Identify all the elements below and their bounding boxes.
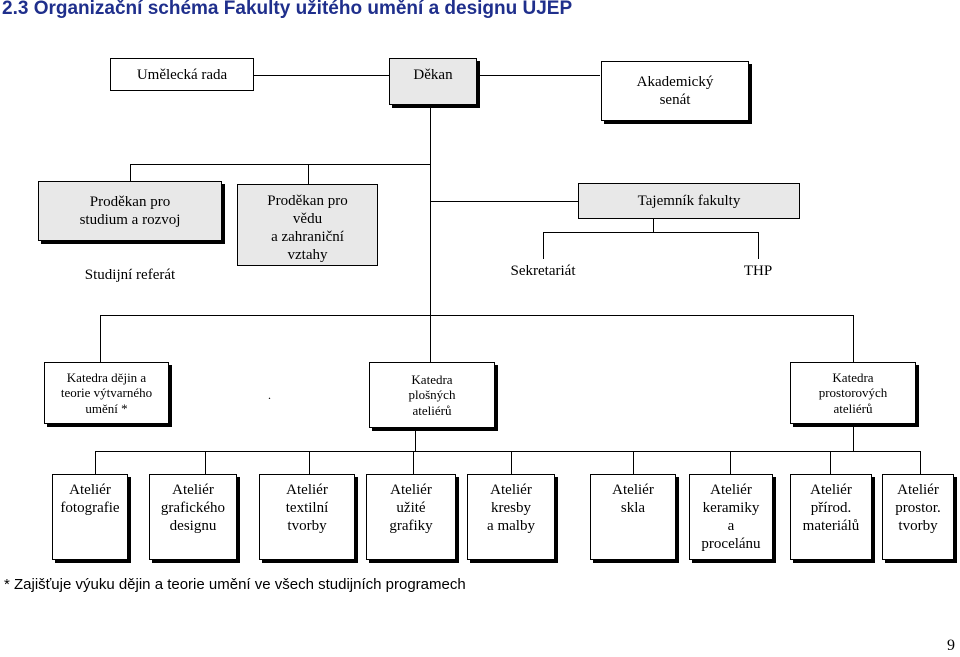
atelier-prostor-box: Ateliér prostor. tvorby xyxy=(882,474,954,560)
dekan-box: Děkan xyxy=(389,58,477,105)
atelier-uzite-grafiky-box: Ateliér užité grafiky xyxy=(366,474,456,560)
atelier-grafickeho-line1: Ateliér xyxy=(172,482,214,498)
katedra-prostorovych-line2: prostorových xyxy=(818,385,888,401)
prodekan-veda-line4: vztahy xyxy=(287,247,328,263)
akademicky-senat-box: Akademický senát xyxy=(601,61,749,121)
katedra-dejin-box: Katedra dějin a teorie výtvarného umění … xyxy=(44,362,169,424)
katedra-dejin-line3: umění * xyxy=(85,400,128,416)
atelier-grafickeho-line3: designu xyxy=(169,518,217,534)
connector-atelier9 xyxy=(920,451,921,474)
connector-studium-vertical xyxy=(130,164,131,181)
dekan-label: Děkan xyxy=(413,66,453,83)
akademicky-senat-line1: Akademický xyxy=(636,74,714,90)
connector-atelier-bus xyxy=(95,451,920,452)
atelier-skla-line2: skla xyxy=(620,500,646,516)
tajemnik-box: Tajemník fakulty xyxy=(578,183,800,219)
connector-dekan-senat xyxy=(477,75,600,76)
page-number: 9 xyxy=(947,637,955,654)
atelier-keramiky-line2: keramiky xyxy=(702,500,760,516)
atelier-textilni-line1: Ateliér xyxy=(286,482,328,498)
footnote: * Zajišťuje výuku dějin a teorie umění v… xyxy=(4,576,466,593)
katedra-prostorovych-line3: ateliérů xyxy=(833,400,873,416)
prodekan-studium-box: Proděkan pro studium a rozvoj xyxy=(38,181,222,241)
connector-thp-vertical xyxy=(758,232,759,259)
atelier-kresby-line2: kresby xyxy=(491,500,531,516)
katedra-plosnych-line1: Katedra xyxy=(411,371,453,387)
connector-atelier4 xyxy=(413,451,414,474)
katedra-dejin-line1: Katedra dějin a xyxy=(66,369,147,385)
atelier-textilni-box: Ateliér textilní tvorby xyxy=(259,474,355,560)
connector-tajemnik-bus xyxy=(543,232,758,233)
connector-atelier7 xyxy=(730,451,731,474)
connector-department-bus xyxy=(100,315,853,316)
connector-atelier2 xyxy=(205,451,206,474)
atelier-skla-line1: Ateliér xyxy=(612,482,654,498)
atelier-prostor-line1: Ateliér xyxy=(897,482,939,498)
studijni-referat-label: Studijní referát xyxy=(84,267,176,283)
connector-atelier1 xyxy=(95,451,96,474)
umelecka-rada-label: Umělecká rada xyxy=(136,66,228,83)
atelier-prirod-line2: přírod. xyxy=(810,500,852,516)
katedra-prostorovych-box: Katedra prostorových ateliérů xyxy=(790,362,916,424)
atelier-prirod-line1: Ateliér xyxy=(810,482,852,498)
stray-dot: . xyxy=(268,388,271,402)
connector-atelier8 xyxy=(830,451,831,474)
atelier-kresby-line1: Ateliér xyxy=(490,482,532,498)
atelier-textilni-line3: tvorby xyxy=(287,518,327,534)
atelier-keramiky-line4: procelánu xyxy=(701,535,761,553)
katedra-plosnych-line2: plošných xyxy=(408,387,456,403)
connector-sekretariat-vertical xyxy=(543,232,544,259)
sekretariat-label: Sekretariát xyxy=(510,263,576,279)
prodekan-studium-line2: studium a rozvoj xyxy=(79,212,181,228)
connector-dept3-down xyxy=(853,424,854,451)
atelier-prirod-box: Ateliér přírod. materiálů xyxy=(790,474,872,560)
atelier-uzite-line3: grafiky xyxy=(389,518,433,534)
connector-rada-dekan xyxy=(218,75,390,76)
thp-label: THP xyxy=(743,263,773,279)
connector-prorector-bus xyxy=(130,164,430,165)
prodekan-veda-line3: a zahraniční xyxy=(271,229,344,245)
connector-atelier6 xyxy=(633,451,634,474)
atelier-kresby-line3: a malby xyxy=(487,518,535,534)
katedra-plosnych-box: Katedra plošných ateliérů xyxy=(369,362,495,428)
connector-atelier5 xyxy=(511,451,512,474)
prodekan-veda-line1: Proděkan pro xyxy=(267,193,348,209)
atelier-prostor-line3: tvorby xyxy=(898,518,938,534)
connector-atelier3 xyxy=(309,451,310,474)
katedra-dejin-line2: teorie výtvarného xyxy=(60,385,153,401)
tajemnik-label: Tajemník fakulty xyxy=(637,193,741,209)
prodekan-studium-line1: Proděkan pro xyxy=(89,194,171,210)
connector-dept1-vertical xyxy=(100,315,101,362)
katedra-prostorovych-line1: Katedra xyxy=(832,369,874,385)
atelier-prostor-line2: prostor. xyxy=(895,500,941,516)
atelier-skla-box: Ateliér skla xyxy=(590,474,676,560)
atelier-uzite-line2: užité xyxy=(396,500,426,516)
umelecka-rada-box: Umělecká rada xyxy=(110,58,254,91)
atelier-keramiky-line1: Ateliér xyxy=(710,482,752,498)
atelier-fotografie-box: Ateliér fotografie xyxy=(52,474,128,560)
atelier-uzite-line1: Ateliér xyxy=(390,482,432,498)
connector-dept2-vertical xyxy=(430,315,431,362)
connector-dept2-down xyxy=(415,428,416,451)
connector-tajemnik-link xyxy=(430,201,578,202)
atelier-fotografie-line1: Ateliér xyxy=(69,482,111,498)
prodekan-veda-box: Proděkan pro vědu a zahraniční vztahy xyxy=(237,184,378,266)
akademicky-senat-line2: senát xyxy=(659,92,691,108)
atelier-keramiky-box: Ateliér keramiky a procelánu xyxy=(689,474,773,560)
page-title: 2.3 Organizační schéma Fakulty užitého u… xyxy=(2,0,573,19)
atelier-grafickeho-designu-box: Ateliér grafického designu xyxy=(149,474,237,560)
connector-dept3-vertical xyxy=(853,315,854,362)
prodekan-veda-line2: vědu xyxy=(292,211,323,227)
atelier-keramiky-line3: a xyxy=(727,518,735,534)
atelier-kresby-box: Ateliér kresby a malby xyxy=(467,474,555,560)
atelier-textilni-line2: textilní xyxy=(285,500,329,516)
connector-veda-vertical xyxy=(308,164,309,184)
connector-dekan-vertical xyxy=(430,105,431,315)
atelier-fotografie-line2: fotografie xyxy=(60,500,120,516)
atelier-grafickeho-line2: grafického xyxy=(160,500,226,516)
atelier-prirod-line3: materiálů xyxy=(802,518,860,534)
katedra-plosnych-line3: ateliérů xyxy=(412,402,452,418)
connector-tajemnik-vertical xyxy=(653,219,654,232)
